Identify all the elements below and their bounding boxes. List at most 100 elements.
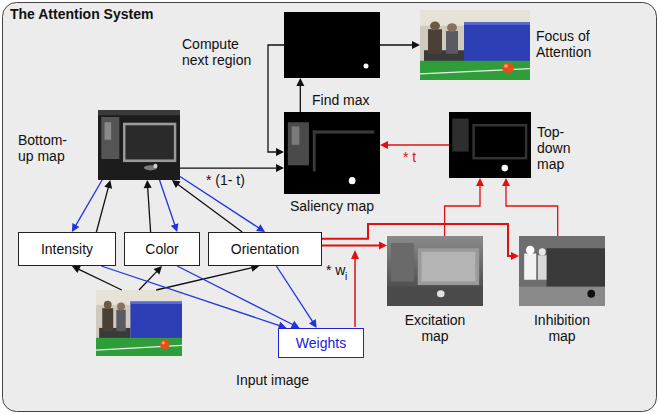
connector-line [177,266,294,325]
bottom-up-map: Bottom-up map [98,110,180,180]
feature-box: Intensity [18,232,116,266]
arrow-head [511,252,519,260]
connector-line [445,184,480,236]
arrow-head [296,78,304,86]
arrow-head [276,164,284,172]
input-image [96,290,182,356]
connector-line [322,224,513,256]
excitation-map [387,236,483,306]
connector [380,41,420,49]
bottom-up-map-part [98,110,180,115]
connector-line [180,167,278,168]
arrow-head [476,178,484,186]
connector-line [148,186,151,232]
excitation-map-part [437,290,445,297]
map-caption: Top-down map [537,124,587,172]
connector-line [276,266,313,323]
arrow-head [291,321,300,328]
arrow-head [379,242,387,250]
connector [276,266,316,328]
connector-label: * (1- t) [206,172,245,188]
bottom-up-map-part [153,164,157,168]
connector [144,180,152,232]
arrow-head [171,223,179,232]
box-label: Color [145,241,178,257]
saliency-map-part [349,177,356,184]
excitation-map: Excitation map [387,236,483,306]
weights-box: Weights [278,328,364,358]
inhibition-map-part [547,248,605,287]
focus-image [420,10,530,80]
connector-line [156,267,253,290]
connector [502,178,558,236]
arrow-head [72,223,79,232]
saliency-map-part [288,122,309,165]
bottom-up-map-part [101,117,119,159]
saliency-map-part [313,130,316,171]
top-down-map-part [501,165,508,172]
arrow-head [154,266,162,275]
box-label: Orientation [231,241,299,257]
bottom-up-map [98,110,180,180]
focus-image-part [420,10,530,80]
arrow-head [144,180,152,188]
connector [380,141,449,149]
connector [445,178,484,236]
connector [101,266,286,329]
arrow-head [502,178,510,186]
top-down-map [449,112,531,178]
weight-arrow-part [351,250,359,259]
arrow-head [172,180,181,188]
connector-line [506,184,558,236]
find-max-map: Find max [284,12,380,78]
excitation-map-part [391,243,414,282]
arrow-head [309,319,317,328]
weight-subscript: i [345,271,347,283]
map-caption: Inhibition map [527,312,597,344]
map-caption: Excitation map [400,312,470,344]
top-down-map-part [449,112,531,178]
arrow-head [256,224,265,232]
box-label: Weights [296,335,346,351]
excitation-map-part [387,287,483,306]
connector-line [322,245,381,247]
diagram-title: The Attention System [10,6,153,22]
connector [139,266,162,290]
inhibition-map-part [539,248,546,255]
connector-line [75,180,102,227]
connector [72,266,122,290]
weight-arrow [351,250,359,327]
top-down-map-part [474,125,526,158]
arrow-head [276,148,284,156]
connector-line [177,184,243,232]
map-caption: Input image [236,372,326,388]
connector [322,224,519,260]
saliency-map [284,112,380,194]
saliency-map: Saliency map [284,112,380,194]
inhibition-map-part [538,255,547,280]
connector [180,164,284,172]
connector [156,264,259,290]
feature-box: Orientation [208,232,322,266]
top-down-map: Top-down map [449,112,531,178]
find-max-map-part [284,12,380,78]
map-caption: Find max [312,92,382,108]
connector-line [380,44,414,45]
connector [268,45,284,156]
saliency-map-part [313,130,374,133]
map-caption: Bottom-up map [18,132,78,164]
feature-box: Color [124,232,200,266]
inhibition-map-part [519,236,605,306]
arrow-head [104,180,112,189]
excitation-map-part [422,252,476,282]
input-image-part [96,290,182,356]
arrow-head [72,266,81,273]
connector [160,180,179,232]
connector-line [101,266,281,326]
arrow-head [412,41,420,49]
connector [96,180,112,232]
connector [72,180,102,232]
find-max-map-part [364,64,369,69]
connector-label: * t [403,149,416,165]
box-label: Intensity [41,241,93,257]
